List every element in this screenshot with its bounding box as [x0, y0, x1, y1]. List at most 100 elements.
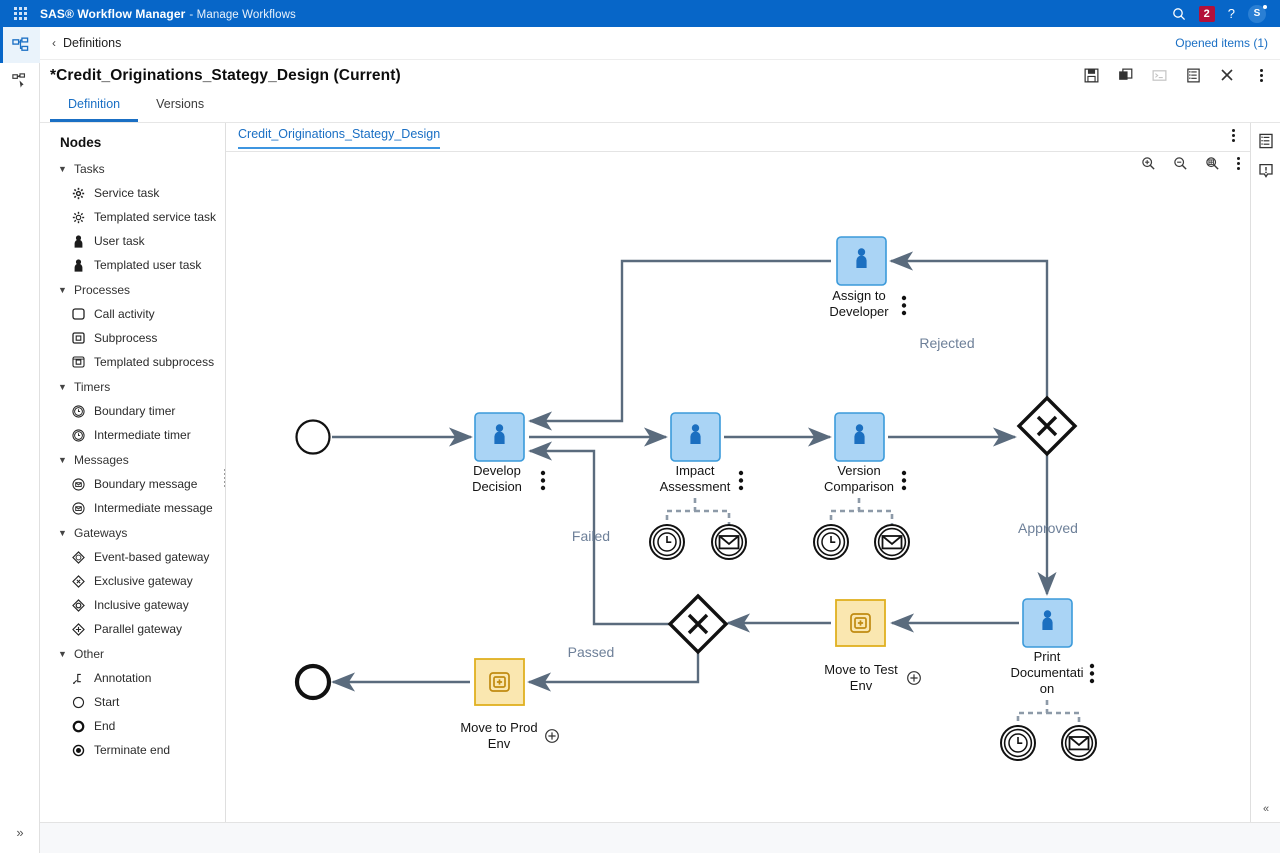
palette-item-label: Templated subprocess [94, 355, 215, 369]
intermediate-message-icon [71, 501, 85, 515]
zoom-in-icon[interactable] [1141, 156, 1156, 171]
palette-group-timers[interactable]: ▼ Timers [40, 374, 225, 399]
palette-group-gateways[interactable]: ▼ Gateways [40, 520, 225, 545]
node-version-comparison[interactable]: Version Comparison [813, 412, 910, 560]
right-panel-rail: « [1250, 123, 1280, 823]
palette-item-parallel-gateway[interactable]: Parallel gateway [40, 617, 225, 641]
boundary-timer-icon[interactable] [1000, 725, 1036, 761]
zoom-fit-icon[interactable] [1205, 156, 1220, 171]
node-label: Impact [675, 463, 714, 478]
palette-group-label: Messages [74, 453, 129, 467]
node-more-options-icon[interactable] [901, 295, 907, 316]
node-move-to-test-env[interactable]: Move to Test Env [824, 599, 921, 693]
palette-item-intermediate-message[interactable]: Intermediate message [40, 496, 225, 520]
boundary-message-icon[interactable] [1061, 725, 1097, 761]
node-start-event[interactable] [295, 419, 331, 455]
workflow-instances-icon [12, 73, 28, 89]
node-more-options-icon[interactable] [1089, 663, 1095, 684]
canvas-more-options-icon[interactable] [1232, 129, 1235, 142]
user-icon [494, 424, 505, 444]
app-grid-button[interactable] [0, 0, 40, 27]
save-icon[interactable] [1082, 66, 1100, 84]
palette-item-end[interactable]: End [40, 714, 225, 738]
palette-item-start[interactable]: Start [40, 690, 225, 714]
palette-item-intermediate-timer[interactable]: Intermediate timer [40, 423, 225, 447]
close-icon[interactable] [1218, 66, 1236, 84]
parallel-gateway-icon [71, 622, 85, 636]
expand-subprocess-icon[interactable] [545, 729, 559, 743]
palette-item-user-task[interactable]: User task [40, 229, 225, 253]
intermediate-timer-icon [71, 428, 85, 442]
node-label: Env [488, 736, 511, 751]
search-icon[interactable] [1172, 7, 1186, 21]
palette-item-boundary-timer[interactable]: Boundary timer [40, 399, 225, 423]
palette-group-processes[interactable]: ▼ Processes [40, 277, 225, 302]
boundary-message-icon[interactable] [874, 524, 910, 560]
boundary-timer-icon[interactable] [813, 524, 849, 560]
breadcrumb-label: Definitions [63, 36, 122, 50]
more-options-icon[interactable] [1252, 66, 1270, 84]
sidebar-item-instances[interactable] [0, 63, 40, 99]
tab-versions[interactable]: Versions [156, 97, 205, 111]
status-bar [40, 822, 1280, 853]
palette-item-annotation[interactable]: Annotation [40, 666, 225, 690]
expand-subprocess-icon[interactable] [907, 671, 921, 685]
node-move-to-prod-env[interactable]: Move to Prod Env [460, 658, 559, 751]
edge-label-approved: Approved [1018, 520, 1078, 536]
palette-item-event-based-gateway[interactable]: Event-based gateway [40, 545, 225, 569]
chevron-down-icon: ▼ [58, 528, 67, 538]
palette-item-exclusive-gateway[interactable]: Exclusive gateway [40, 569, 225, 593]
breadcrumb[interactable]: ‹ Definitions [52, 36, 121, 50]
tab-definition[interactable]: Definition [50, 90, 139, 122]
canvas-view-more-options-icon[interactable] [1237, 157, 1240, 170]
palette-group-messages[interactable]: ▼ Messages [40, 447, 225, 472]
canvas-tab-diagram[interactable]: Credit_Originations_Stategy_Design [238, 127, 441, 149]
properties-icon[interactable] [1184, 66, 1202, 84]
app-bar-actions: 2 ? S [1172, 0, 1274, 27]
palette-item-service-task[interactable]: Service task [40, 181, 225, 205]
palette-item-templated-user-task[interactable]: Templated user task [40, 253, 225, 277]
edge-label-passed: Passed [568, 644, 615, 660]
palette-item-label: End [94, 719, 116, 733]
avatar[interactable]: S [1248, 4, 1267, 23]
palette-item-inclusive-gateway[interactable]: Inclusive gateway [40, 593, 225, 617]
palette-splitter-handle[interactable] [223, 469, 225, 487]
palette-item-terminate-end[interactable]: Terminate end [40, 738, 225, 762]
zoom-out-icon[interactable] [1173, 156, 1188, 171]
node-assign-to-developer[interactable]: Assign to Developer [829, 236, 907, 319]
boundary-timer-icon[interactable] [649, 524, 685, 560]
opened-items-link[interactable]: Opened items (1) [1175, 36, 1268, 50]
boundary-message-icon[interactable] [711, 524, 747, 560]
node-more-options-icon[interactable] [738, 470, 744, 491]
node-label: Version [837, 463, 880, 478]
palette-item-label: Boundary timer [94, 404, 176, 418]
palette-item-templated-subprocess[interactable]: Templated subprocess [40, 350, 225, 374]
node-gateway-review[interactable] [1016, 395, 1078, 457]
palette-item-subprocess[interactable]: Subprocess [40, 326, 225, 350]
palette-group-tasks[interactable]: ▼ Tasks [40, 156, 225, 181]
subprocess-icon [850, 613, 871, 633]
node-end-event[interactable] [294, 663, 332, 701]
node-label: Move to Prod [460, 720, 537, 735]
user-icon [856, 248, 867, 268]
node-gateway-test-result[interactable] [667, 593, 729, 655]
node-impact-assessment[interactable]: Impact Assessment [649, 412, 747, 560]
palette-group-other[interactable]: ▼ Other [40, 641, 225, 666]
sidebar-item-definitions[interactable] [0, 27, 40, 63]
right-panel-collapse-button[interactable]: « [1262, 803, 1270, 815]
palette-item-boundary-message[interactable]: Boundary message [40, 472, 225, 496]
workflow-diagram[interactable]: Develop Decision Impact Assessment [226, 152, 1250, 823]
help-icon[interactable]: ? [1227, 6, 1235, 21]
node-more-options-icon[interactable] [901, 470, 907, 491]
node-print-documentation[interactable]: Print Documentati on [1000, 598, 1097, 761]
notification-badge[interactable]: 2 [1198, 5, 1215, 22]
rail-expand-button[interactable]: » [16, 824, 24, 840]
alerts-panel-icon[interactable] [1258, 163, 1274, 179]
node-develop-decision[interactable]: Develop Decision [472, 412, 546, 494]
workflow-diagram-svg[interactable]: Develop Decision Impact Assessment [226, 152, 1250, 823]
palette-item-templated-service-task[interactable]: Templated service task [40, 205, 225, 229]
palette-item-call-activity[interactable]: Call activity [40, 302, 225, 326]
node-more-options-icon[interactable] [540, 470, 546, 491]
copy-icon[interactable] [1116, 66, 1134, 84]
details-panel-icon[interactable] [1258, 133, 1274, 149]
